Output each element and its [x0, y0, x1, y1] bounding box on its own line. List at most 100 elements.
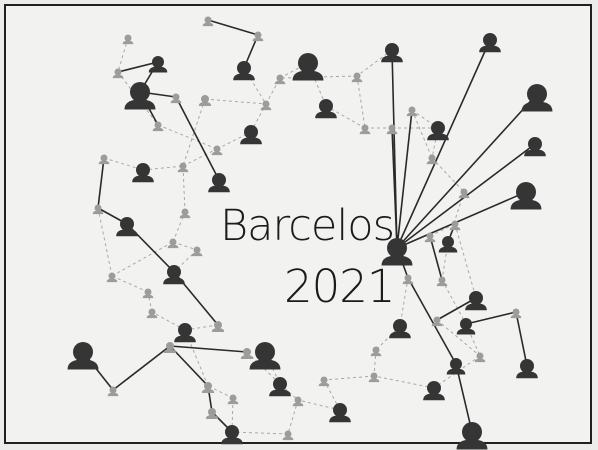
person-icon: [456, 318, 476, 335]
person-icon: [292, 53, 324, 81]
person-icon: [167, 238, 179, 249]
dashed-link: [207, 385, 234, 399]
dashed-link: [431, 127, 439, 159]
solid-link: [117, 61, 159, 73]
person-icon: [402, 274, 414, 285]
person-icon: [201, 382, 215, 393]
person-icon: [456, 422, 488, 450]
person-icon: [107, 386, 119, 397]
person-icon: [122, 34, 134, 45]
dashed-link: [356, 49, 393, 77]
solid-link: [97, 157, 105, 209]
dashed-link: [356, 75, 366, 129]
dashed-link: [373, 349, 377, 377]
dashed-link: [436, 319, 481, 357]
person-icon: [205, 408, 219, 419]
person-icon: [240, 348, 254, 359]
dashed-link: [325, 105, 366, 129]
person-icon: [106, 272, 118, 283]
dashed-link: [111, 275, 149, 293]
person-icon: [465, 291, 487, 311]
person-icon: [386, 124, 398, 135]
solid-link: [455, 363, 473, 433]
person-icon: [146, 308, 158, 319]
dashed-link: [297, 399, 341, 411]
person-icon: [148, 56, 168, 73]
solid-link: [429, 235, 443, 281]
solid-link: [436, 297, 477, 321]
person-icon: [221, 425, 243, 445]
solid-link: [515, 311, 528, 367]
person-icon: [438, 236, 458, 253]
dashed-link: [182, 165, 186, 213]
dashed-link: [429, 223, 456, 237]
person-icon: [177, 162, 189, 173]
person-icon: [269, 377, 291, 397]
solid-link: [465, 311, 517, 325]
person-icon: [449, 220, 461, 231]
person-icon: [240, 125, 262, 145]
solid-link: [396, 109, 413, 249]
solid-link: [207, 19, 259, 36]
person-icon: [67, 342, 99, 370]
person-icon: [211, 145, 223, 156]
person-icon: [233, 61, 255, 81]
solid-link: [112, 345, 171, 391]
dashed-link: [399, 277, 409, 327]
dashed-link: [111, 241, 174, 277]
person-icon: [260, 100, 272, 111]
person-icon: [202, 16, 214, 27]
person-icon: [191, 246, 203, 257]
person-icon: [124, 82, 156, 110]
person-icon: [252, 31, 264, 42]
person-icon: [198, 95, 212, 106]
person-icon: [359, 124, 371, 135]
person-icon: [474, 352, 486, 363]
person-icon: [436, 276, 448, 287]
solid-link: [396, 191, 527, 249]
person-icon: [426, 154, 438, 165]
person-icon: [163, 342, 177, 353]
person-icon: [381, 43, 403, 63]
dashed-link: [454, 223, 477, 299]
person-icon: [458, 188, 470, 199]
dashed-link: [103, 157, 144, 171]
dashed-link: [117, 71, 159, 126]
person-icon: [227, 394, 239, 405]
solid-link: [396, 93, 538, 249]
person-icon: [116, 217, 138, 237]
dashed-link: [323, 375, 375, 381]
person-icon: [351, 72, 363, 83]
person-icon: [389, 319, 411, 339]
person-icon: [142, 288, 154, 299]
dashed-link: [182, 148, 218, 167]
dashed-link: [172, 241, 198, 251]
person-icon: [370, 346, 382, 357]
solid-link: [391, 127, 398, 249]
person-icon: [424, 232, 436, 243]
person-icon: [211, 321, 225, 332]
person-icon: [521, 84, 553, 112]
person-icon: [406, 106, 418, 117]
person-icon: [132, 163, 154, 183]
person-icon: [524, 137, 546, 157]
person-icon: [368, 372, 380, 383]
person-icon: [381, 238, 413, 266]
title-word: Barcelos: [220, 201, 395, 251]
person-icon: [510, 308, 522, 319]
person-icon: [423, 381, 445, 401]
person-icon: [152, 121, 164, 132]
solid-link: [407, 277, 457, 365]
person-icon: [446, 358, 466, 375]
person-icon: [292, 396, 304, 407]
person-icon: [92, 204, 104, 215]
dashed-link: [231, 431, 289, 435]
dashed-link: [373, 375, 435, 389]
dashed-link: [204, 98, 267, 105]
person-icon: [282, 430, 294, 441]
person-icon: [510, 182, 542, 210]
dashed-link: [157, 124, 218, 150]
solid-link: [169, 345, 248, 353]
